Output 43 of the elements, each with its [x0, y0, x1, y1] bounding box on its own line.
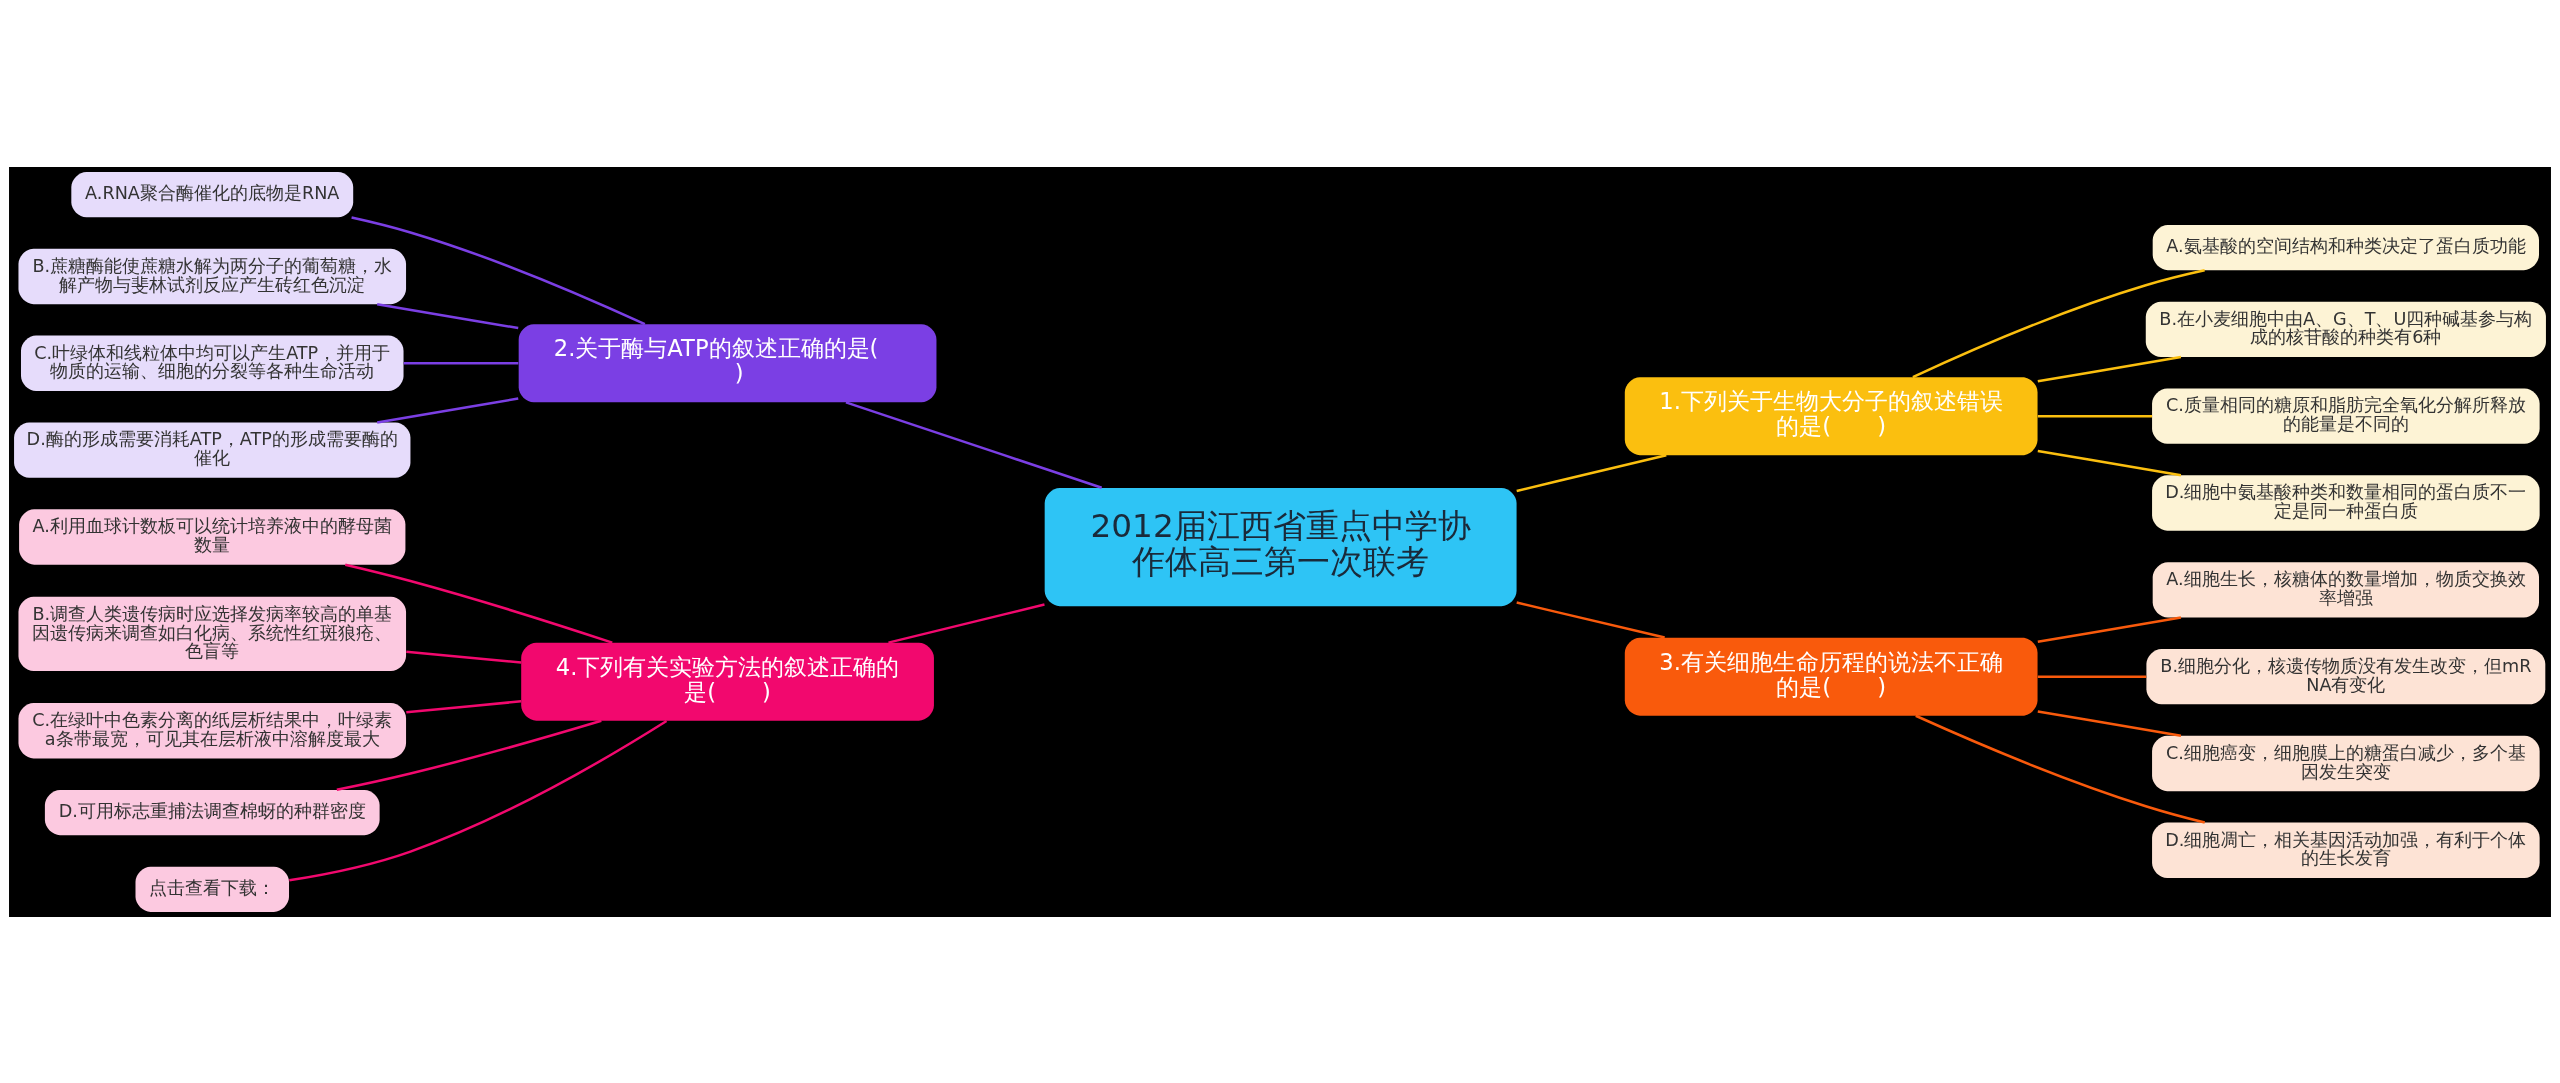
node-box: C.质量相同的糖原和脂肪完全氧化分解所释放的能量是不同的 — [2152, 388, 2540, 444]
connector — [1516, 453, 1667, 492]
connector — [2037, 414, 2153, 417]
node-box: 4.下列有关实验方法的叙述正确的是( ) — [521, 642, 934, 721]
node-box: 2.关于酶与ATP的叙述正确的是( ) — [518, 323, 937, 402]
node-box: C.在绿叶中色素分离的纸层析结果中，叶绿素a条带最宽，可见其在层析液中溶解度最大 — [18, 702, 407, 758]
connector — [376, 302, 519, 329]
connector — [888, 602, 1045, 644]
node-box: 1.下列关于生物大分子的叙述错误的是( ) — [1624, 376, 2038, 455]
node-box: C.细胞癌变，细胞膜上的糖蛋白减少，多个基因发生突变 — [2152, 735, 2540, 791]
connector — [1912, 268, 2205, 378]
node-box: D.可用标志重捕法调查棉蚜的种群密度 — [44, 789, 380, 835]
connector — [2037, 709, 2182, 737]
connector — [2037, 449, 2182, 476]
connector — [1915, 714, 2206, 824]
node-box: 2012届江西省重点中学协作体高三第一次联考 — [1044, 487, 1517, 606]
node-box: D.细胞中氨基酸种类和数量相同的蛋白质不一定是同一种蛋白质 — [2152, 474, 2540, 531]
connector — [406, 699, 522, 714]
connector — [845, 400, 1103, 489]
connector — [345, 563, 613, 644]
node-box: C.叶绿体和线粒体中均可以产生ATP，并用于物质的运输、细胞的分裂等各种生命活动 — [21, 335, 404, 391]
node-box: D.细胞凋亡，相关基因活动加强，有利于个体的生长发育 — [2152, 822, 2540, 878]
node-box: 3.有关细胞生命历程的说法不正确的是( ) — [1624, 637, 2038, 716]
connector — [289, 719, 668, 882]
connector — [1516, 600, 1665, 639]
node-box: A.氨基酸的空间结构和种类决定了蛋白质功能 — [2152, 224, 2539, 270]
node-box: B.细胞分化，核遗传物质没有发生改变，但mRNA有变化 — [2146, 648, 2546, 704]
node-box: A.RNA聚合酶催化的底物是RNA — [71, 171, 354, 217]
connector — [2037, 355, 2182, 383]
node-box: A.细胞生长，核糖体的数量增加，物质交换效率增强 — [2152, 561, 2539, 617]
node-box: B.蔗糖酶能使蔗糖水解为两分子的葡萄糖，水解产物与斐林试剂反应产生砖红色沉淀 — [18, 248, 407, 304]
node-box: B.调查人类遗传病时应选择发病率较高的单基因遗传病来调查如白化病、系统性红斑狼疮、色盲等 — [18, 596, 407, 671]
node-box: B.在小麦细胞中由A、G、T、U四种碱基参与构成的核苷酸的种类有6种 — [2145, 301, 2546, 357]
node-box: D.酶的形成需要消耗ATP，ATP的形成需要酶的催化 — [14, 421, 411, 478]
connector — [2037, 615, 2182, 643]
connector — [351, 215, 646, 325]
connector — [336, 719, 602, 791]
connector — [2037, 674, 2147, 678]
node-box: 点击查看下载： — [135, 866, 289, 912]
connector — [406, 650, 522, 664]
node-box: A.利用血球计数板可以统计培养液中的酵母菌数量 — [19, 508, 406, 565]
connector — [403, 361, 519, 365]
connector — [376, 396, 519, 424]
